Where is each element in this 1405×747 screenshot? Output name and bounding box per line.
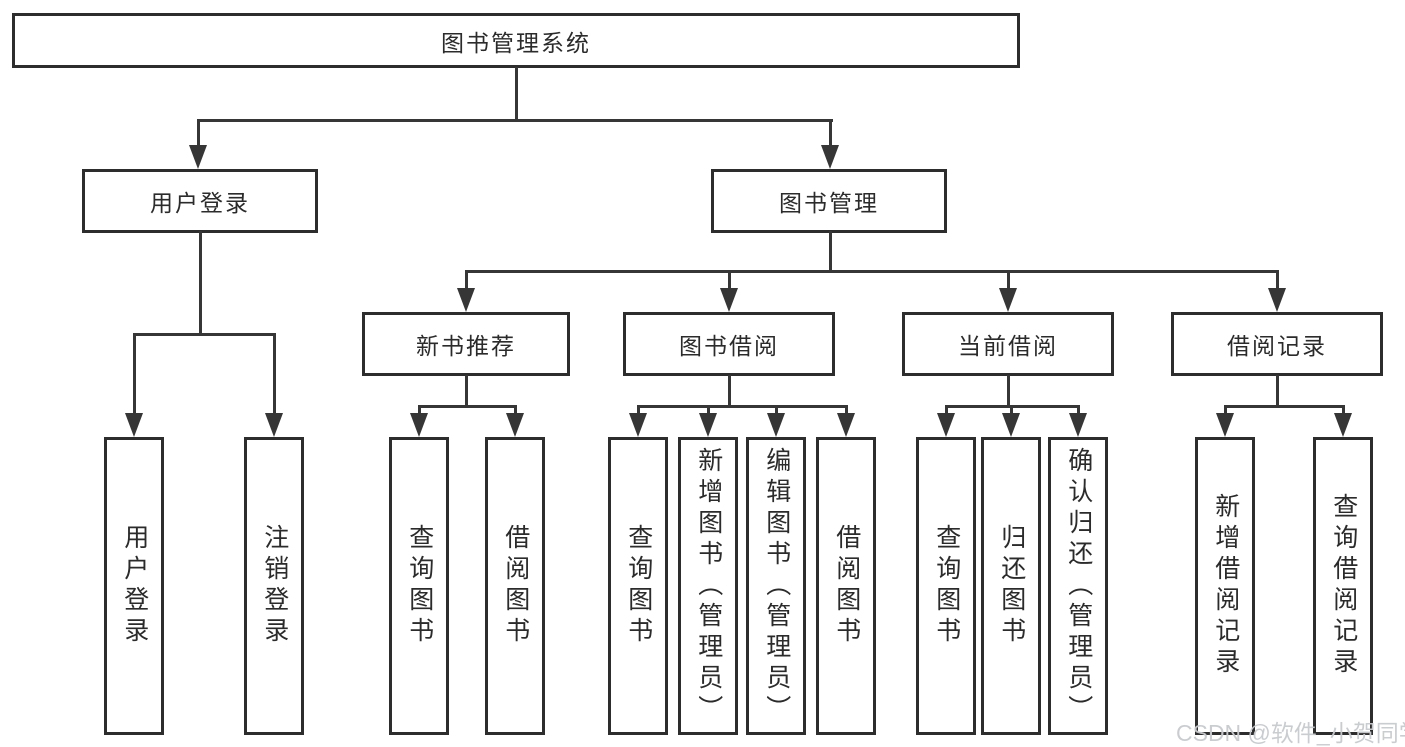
connector-line [1010,405,1013,417]
leaf-cb-return-books: 归还图书 [981,437,1041,735]
arrow-down-icon [1268,288,1286,312]
arrow-down-icon [1334,413,1352,437]
connector-line [637,405,848,408]
connector-line [728,270,731,292]
leaf-bb-borrow-books-label: 借阅图书 [832,524,861,648]
node-new-book-rec-label: 新书推荐 [416,333,516,359]
arrow-down-icon [410,413,428,437]
leaf-bb-edit-books-label: 编辑图书（管理员） [762,446,791,726]
arrow-down-icon [999,288,1017,312]
connector-line [1276,270,1279,292]
node-root: 图书管理系统 [12,13,1020,68]
connector-line [945,405,948,417]
node-book-borrow: 图书借阅 [623,312,835,376]
node-user-login-label: 用户登录 [150,190,250,216]
connector-line [465,270,468,292]
connector-line [465,375,468,408]
connector-line [829,119,832,149]
connector-line [1224,405,1345,408]
leaf-nbr-borrow-books-label: 借阅图书 [501,524,530,648]
arrow-down-icon [1002,413,1020,437]
leaf-nbr-query-books: 查询图书 [389,437,449,735]
connector-line [637,405,640,417]
leaf-br-query-record: 查询借阅记录 [1313,437,1373,735]
arrow-down-icon [767,413,785,437]
leaf-cb-confirm-return: 确认归还（管理员） [1048,437,1108,735]
leaf-nbr-borrow-books: 借阅图书 [485,437,545,735]
connector-line [707,405,710,417]
leaf-bb-edit-books: 编辑图书（管理员） [746,437,806,735]
connector-line [133,333,136,417]
arrow-down-icon [837,413,855,437]
leaf-bb-query-books: 查询图书 [608,437,668,735]
leaf-logout-label: 注销登录 [260,524,289,648]
arrow-down-icon [1069,413,1087,437]
leaf-user-login: 用户登录 [104,437,164,735]
connector-line [1342,405,1345,417]
node-book-mgmt-label: 图书管理 [779,190,879,216]
connector-line [1224,405,1227,417]
connector-line [197,119,200,149]
connector-line [199,231,202,336]
node-borrow-records-label: 借阅记录 [1227,333,1327,359]
leaf-br-add-record: 新增借阅记录 [1195,437,1255,735]
node-new-book-rec: 新书推荐 [362,312,570,376]
connector-line [418,405,421,417]
connector-line [465,270,1279,273]
connector-line [273,333,276,417]
connector-line [829,231,832,273]
connector-line [1007,375,1010,408]
connector-line [133,333,276,336]
node-borrow-records: 借阅记录 [1171,312,1383,376]
leaf-bb-add-books: 新增图书（管理员） [678,437,738,735]
arrow-down-icon [720,288,738,312]
node-book-mgmt: 图书管理 [711,169,947,233]
node-user-login: 用户登录 [82,169,318,233]
arrow-down-icon [125,413,143,437]
node-current-borrow: 当前借阅 [902,312,1114,376]
leaf-user-login-label: 用户登录 [120,524,149,648]
connector-line [515,67,518,121]
connector-line [1276,375,1279,408]
connector-line [197,119,833,122]
connector-line [418,405,517,408]
leaf-bb-query-books-label: 查询图书 [624,524,653,648]
leaf-cb-query-books: 查询图书 [916,437,976,735]
leaf-cb-confirm-return-label: 确认归还（管理员） [1064,446,1093,726]
arrow-down-icon [457,288,475,312]
connector-line [514,405,517,417]
arrow-down-icon [629,413,647,437]
leaf-cb-return-books-label: 归还图书 [997,524,1026,648]
connector-line [845,405,848,417]
arrow-down-icon [189,145,207,169]
node-book-borrow-label: 图书借阅 [679,333,779,359]
leaf-logout: 注销登录 [244,437,304,735]
leaf-br-add-record-label: 新增借阅记录 [1211,493,1240,679]
leaf-br-query-record-label: 查询借阅记录 [1329,493,1358,679]
leaf-nbr-query-books-label: 查询图书 [405,524,434,648]
arrow-down-icon [699,413,717,437]
arrow-down-icon [265,413,283,437]
leaf-cb-query-books-label: 查询图书 [932,524,961,648]
connector-line [775,405,778,417]
connector-line [1077,405,1080,417]
arrow-down-icon [937,413,955,437]
node-root-label: 图书管理系统 [441,29,591,56]
connector-line [1007,270,1010,292]
arrow-down-icon [821,145,839,169]
watermark-text: CSDN @软件_小贺同学 [1176,720,1405,746]
connector-line [728,375,731,408]
arrow-down-icon [506,413,524,437]
arrow-down-icon [1216,413,1234,437]
node-current-borrow-label: 当前借阅 [958,333,1058,359]
leaf-bb-add-books-label: 新增图书（管理员） [694,446,723,726]
leaf-bb-borrow-books: 借阅图书 [816,437,876,735]
